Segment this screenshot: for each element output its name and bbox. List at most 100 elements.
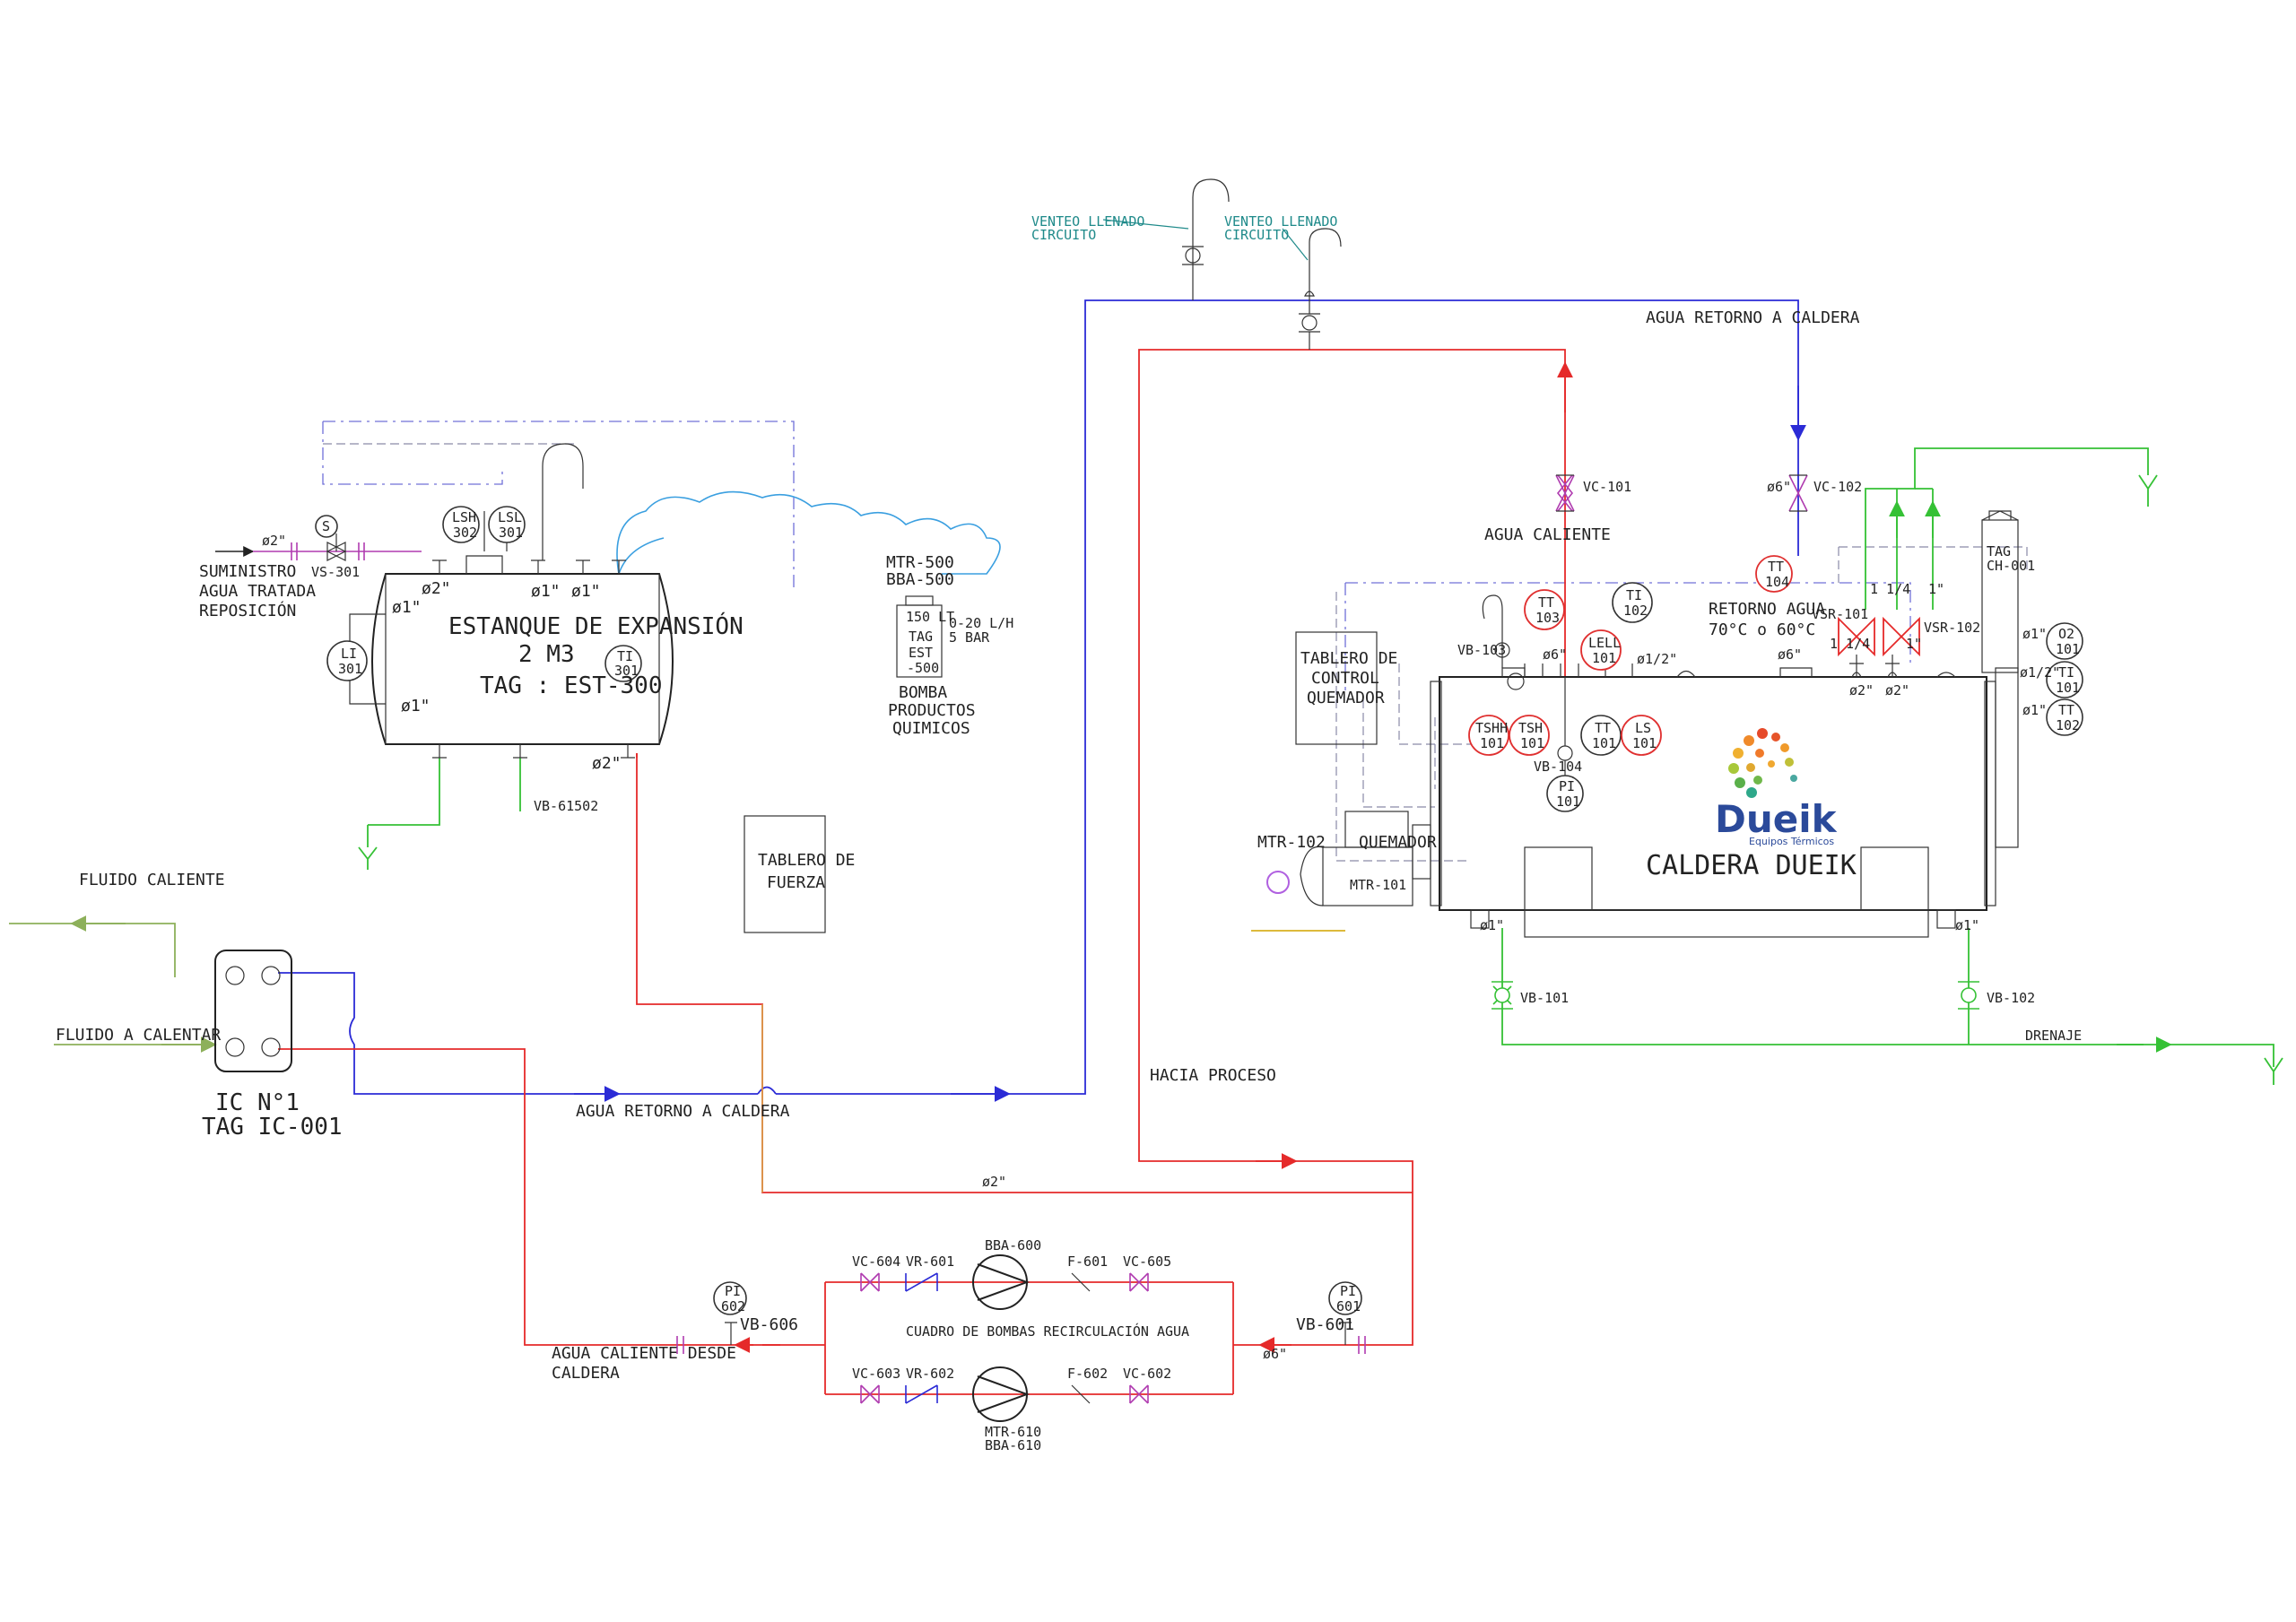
li301-num: 301	[338, 661, 362, 677]
dosing-tag-1: MTR-500	[886, 553, 954, 572]
ti301-num: 301	[614, 663, 639, 679]
size-br: ø1"	[1955, 917, 1979, 933]
power-panel-line1: TABLERO DE	[758, 851, 855, 870]
dosing-flow: 0-20 L/H	[949, 615, 1013, 631]
dosing-tag-num: -500	[907, 660, 939, 676]
supply-label-1: SUMINISTRO	[199, 562, 296, 581]
heat-exchanger	[214, 950, 292, 1072]
ti101-num: 101	[2056, 680, 2080, 696]
size-vb103: ø6"	[1543, 646, 1567, 663]
hot-from-boiler-2: CALDERA	[552, 1364, 620, 1383]
dueik-logo: Dueik	[1715, 797, 1838, 841]
vsr101-label: VSR-101	[1812, 606, 1868, 622]
vb601-label: VB-601	[1296, 1315, 1354, 1334]
hot-water-label: AGUA CALIENTE	[1484, 525, 1611, 544]
f601-label: F-601	[1067, 1253, 1108, 1270]
solenoid-s: S	[322, 518, 330, 534]
tt102-tag: TT	[2058, 702, 2074, 718]
dosing-line	[616, 490, 1001, 575]
burner-label: QUEMADOR	[1359, 833, 1437, 852]
vc604-label: VC-604	[852, 1253, 900, 1270]
vc605-label: VC-605	[1123, 1253, 1171, 1270]
size-114b: 1 1/4	[1830, 636, 1870, 652]
tt101-tag: TT	[1595, 720, 1611, 736]
control-panel-line1: TABLERO DE	[1300, 649, 1397, 668]
hot-fluid-label: FLUIDO CALIENTE	[79, 871, 225, 889]
pi101-tag: PI	[1559, 778, 1575, 794]
pi601-num: 601	[1336, 1298, 1361, 1314]
tsh101-num: 101	[1520, 735, 1544, 751]
drain-pipes	[358, 447, 2283, 1085]
dueik-logo-sub: Equipos Térmicos	[1749, 836, 1834, 847]
vc102-label: VC-102	[1813, 479, 1862, 495]
exchanger-tag: TAG IC-001	[202, 1114, 343, 1141]
safety-valves	[1838, 616, 1920, 678]
ti101-tag: TI	[2058, 664, 2074, 681]
vr601-label: VR-601	[906, 1253, 954, 1270]
size-out: ø6"	[1778, 646, 1802, 663]
tt102-num: 102	[2056, 717, 2080, 733]
loop-size-d6: ø6"	[1263, 1346, 1287, 1362]
mtr610-label-2: BBA-610	[985, 1437, 1041, 1453]
exchanger-fluid-lines	[9, 915, 217, 1053]
tank-tag: TAG : EST-300	[480, 672, 663, 699]
loop-return-label: AGUA RETORNO A CALDERA	[576, 1102, 790, 1121]
dosing-tag-est: EST	[909, 645, 933, 661]
control-panel-line3: QUEMADOR	[1307, 689, 1385, 707]
power-panel	[744, 815, 826, 933]
hot-pipe	[278, 349, 1573, 1395]
return-pipe	[278, 299, 1806, 1102]
tt101-num: 101	[1592, 735, 1616, 751]
tt104-tag: TT	[1768, 559, 1784, 575]
tank-size-left-top: ø1"	[392, 598, 422, 617]
to-process-label: HACIA PROCESO	[1150, 1066, 1276, 1085]
pi601-tag: PI	[1340, 1283, 1356, 1299]
chimney-id: CH-001	[1987, 558, 2035, 574]
lell101-tag: LELL	[1588, 635, 1621, 651]
vent-valves	[1102, 178, 1342, 350]
hot-from-boiler-1: AGUA CALIENTE DESDE	[552, 1344, 736, 1363]
vb103-label: VB-103	[1457, 642, 1506, 658]
ti301-tag: TI	[617, 648, 633, 664]
drain-label: DRENAJE	[2025, 1028, 2082, 1044]
size-lell: ø1/2"	[1637, 651, 1677, 667]
burner-fan-label: MTR-102	[1257, 833, 1326, 852]
size-r1: ø1"	[2022, 626, 2047, 642]
makeup-line	[215, 542, 422, 560]
lsl301-tag: LSL	[498, 509, 522, 525]
supply-label-3: REPOSICIÓN	[199, 601, 296, 620]
lell101-num: 101	[1592, 650, 1616, 666]
dosing-caption-2: PRODUCTOS	[888, 701, 976, 720]
dosing-pressure: 5 BAR	[949, 629, 990, 646]
vc602-label: VC-602	[1123, 1366, 1171, 1382]
vent2-line2: CIRCUITO	[1224, 227, 1289, 243]
valve-vb61502: VB-61502	[534, 798, 598, 814]
size-sv2: ø2"	[1885, 682, 1909, 698]
pump-station	[676, 1254, 1366, 1422]
vent2-line1: VENTEO LLENADO	[1224, 213, 1337, 230]
supply-size: ø2"	[262, 533, 286, 549]
vc603-label: VC-603	[852, 1366, 900, 1382]
return-top-label: AGUA RETORNO A CALDERA	[1646, 308, 1860, 327]
return-water-line1: RETORNO AGUA	[1709, 600, 1825, 619]
signal-lines	[322, 421, 2028, 862]
o2101-num: 101	[2056, 641, 2080, 657]
control-panel	[1295, 631, 1378, 745]
ti102-tag: TI	[1626, 587, 1642, 603]
control-panel-line2: CONTROL	[1311, 669, 1379, 688]
burner-motor: MTR-101	[1350, 877, 1406, 893]
supply-label-2: AGUA TRATADA	[199, 582, 316, 601]
dueik-logo-mark	[1728, 728, 1797, 798]
dosing-tag-label: TAG	[909, 629, 933, 645]
dosing-tag-2: BBA-500	[886, 570, 954, 589]
ti102-num: 102	[1623, 603, 1648, 619]
f602-label: F-602	[1067, 1366, 1108, 1382]
instrument-bubbles	[315, 506, 2083, 1315]
ls101-tag: LS	[1635, 720, 1651, 736]
mtr610-label-1: MTR-610	[985, 1424, 1041, 1440]
lsh302-tag: LSH	[452, 509, 476, 525]
vr602-label: VR-602	[906, 1366, 954, 1382]
tshh101-tag: TSHH	[1475, 720, 1508, 736]
dosing-tank	[896, 595, 943, 678]
vsr102-label: VSR-102	[1924, 620, 1980, 636]
